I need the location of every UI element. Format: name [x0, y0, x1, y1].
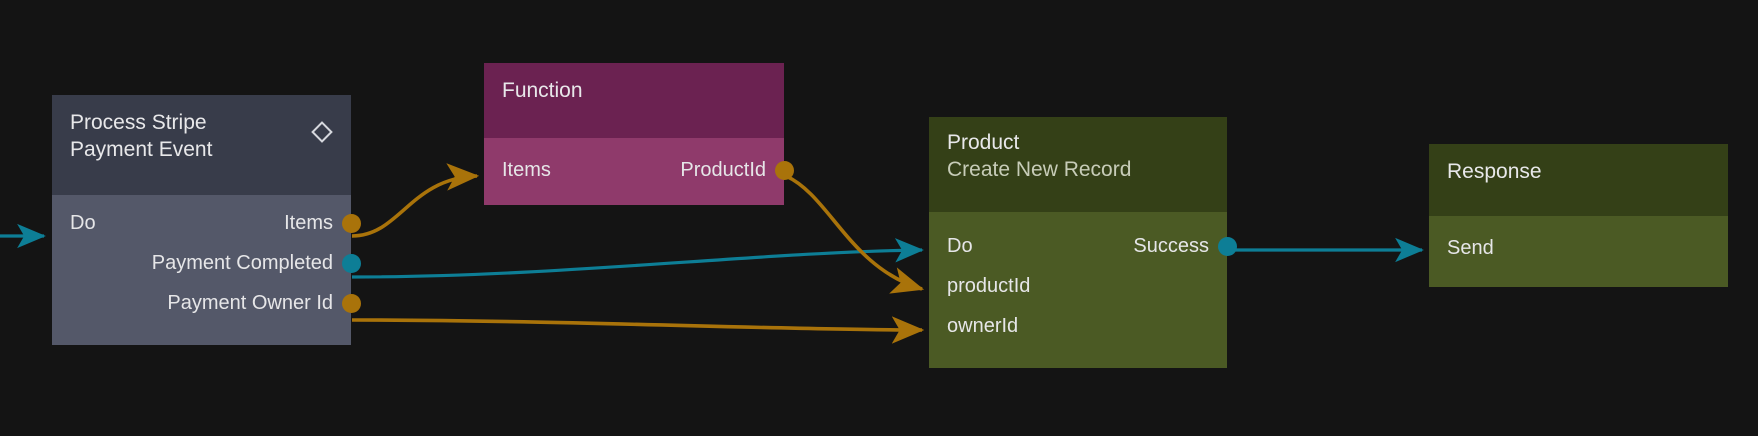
node-response[interactable]: Response Send	[1429, 144, 1728, 287]
port-row-send[interactable]: Send	[1429, 228, 1728, 268]
port-dot-items[interactable]	[342, 214, 361, 233]
node-body: Send	[1429, 216, 1728, 287]
port-row-do-success[interactable]: Do Success	[929, 226, 1237, 266]
wire-function-productid-to-product-productid	[785, 174, 925, 294]
node-process-stripe-payment-event[interactable]: Process Stripe Payment Event Do Items Pa…	[52, 95, 361, 345]
wire-trigger-paymentcompleted-to-product-do	[351, 238, 924, 279]
node-header[interactable]: Response	[1429, 144, 1728, 216]
port-row-do-items[interactable]: Do Items	[52, 203, 361, 243]
port-row-productid[interactable]: productId	[929, 266, 1227, 306]
node-title: Product	[947, 131, 1020, 154]
port-label-payment-completed: Payment Completed	[151, 252, 333, 274]
port-row-ownerid[interactable]: ownerId	[929, 306, 1227, 346]
wire-trigger-paymentownerid-to-product-ownerid	[351, 316, 925, 344]
node-title: Function	[502, 79, 583, 102]
port-row-payment-owner-id[interactable]: Payment Owner Id	[52, 283, 361, 323]
port-label-send: Send	[1447, 237, 1494, 259]
node-header[interactable]: Process Stripe Payment Event	[52, 95, 351, 195]
diamond-icon	[311, 121, 333, 143]
port-label-items: Items	[284, 212, 333, 234]
port-label-items: Items	[502, 159, 551, 181]
port-dot-success[interactable]	[1218, 237, 1237, 256]
node-header[interactable]: Function	[484, 63, 784, 138]
port-row-payment-completed[interactable]: Payment Completed	[52, 243, 361, 283]
port-dot-payment-completed[interactable]	[342, 254, 361, 273]
port-label-do: Do	[947, 235, 973, 257]
wire-trigger-items-to-function-items	[351, 163, 480, 238]
port-dot-payment-owner-id[interactable]	[342, 294, 361, 313]
port-label-productid: ProductId	[680, 159, 766, 181]
port-label-productid: productId	[947, 275, 1031, 297]
node-header[interactable]: Product Create New Record	[929, 117, 1227, 212]
node-body: Do Items Payment Completed Payment Owner…	[52, 195, 361, 345]
node-product[interactable]: Product Create New Record Do Success pro…	[929, 117, 1237, 368]
node-body: Items ProductId	[484, 138, 794, 205]
port-label-do: Do	[70, 212, 96, 234]
node-subtitle: Create New Record	[947, 158, 1132, 181]
node-body: Do Success productId ownerId	[929, 212, 1237, 368]
node-function[interactable]: Function Items ProductId	[484, 63, 794, 205]
port-label-ownerid: ownerId	[947, 315, 1019, 337]
port-label-payment-owner-id: Payment Owner Id	[167, 292, 333, 314]
port-dot-productid[interactable]	[775, 161, 794, 180]
port-row-items-productid[interactable]: Items ProductId	[484, 150, 794, 190]
node-title: Process Stripe Payment Event	[70, 111, 213, 161]
port-label-success: Success	[1133, 235, 1209, 257]
node-title: Response	[1447, 160, 1542, 183]
